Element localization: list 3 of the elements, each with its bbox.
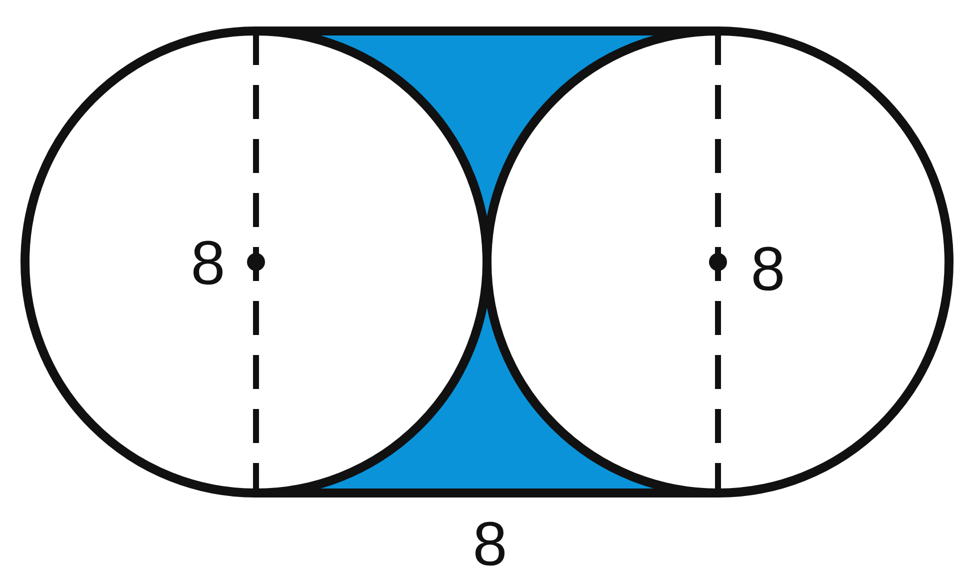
dimension-label: 8 [190, 233, 226, 295]
dimension-label: 8 [750, 239, 786, 301]
dimension-label: 8 [472, 514, 508, 576]
